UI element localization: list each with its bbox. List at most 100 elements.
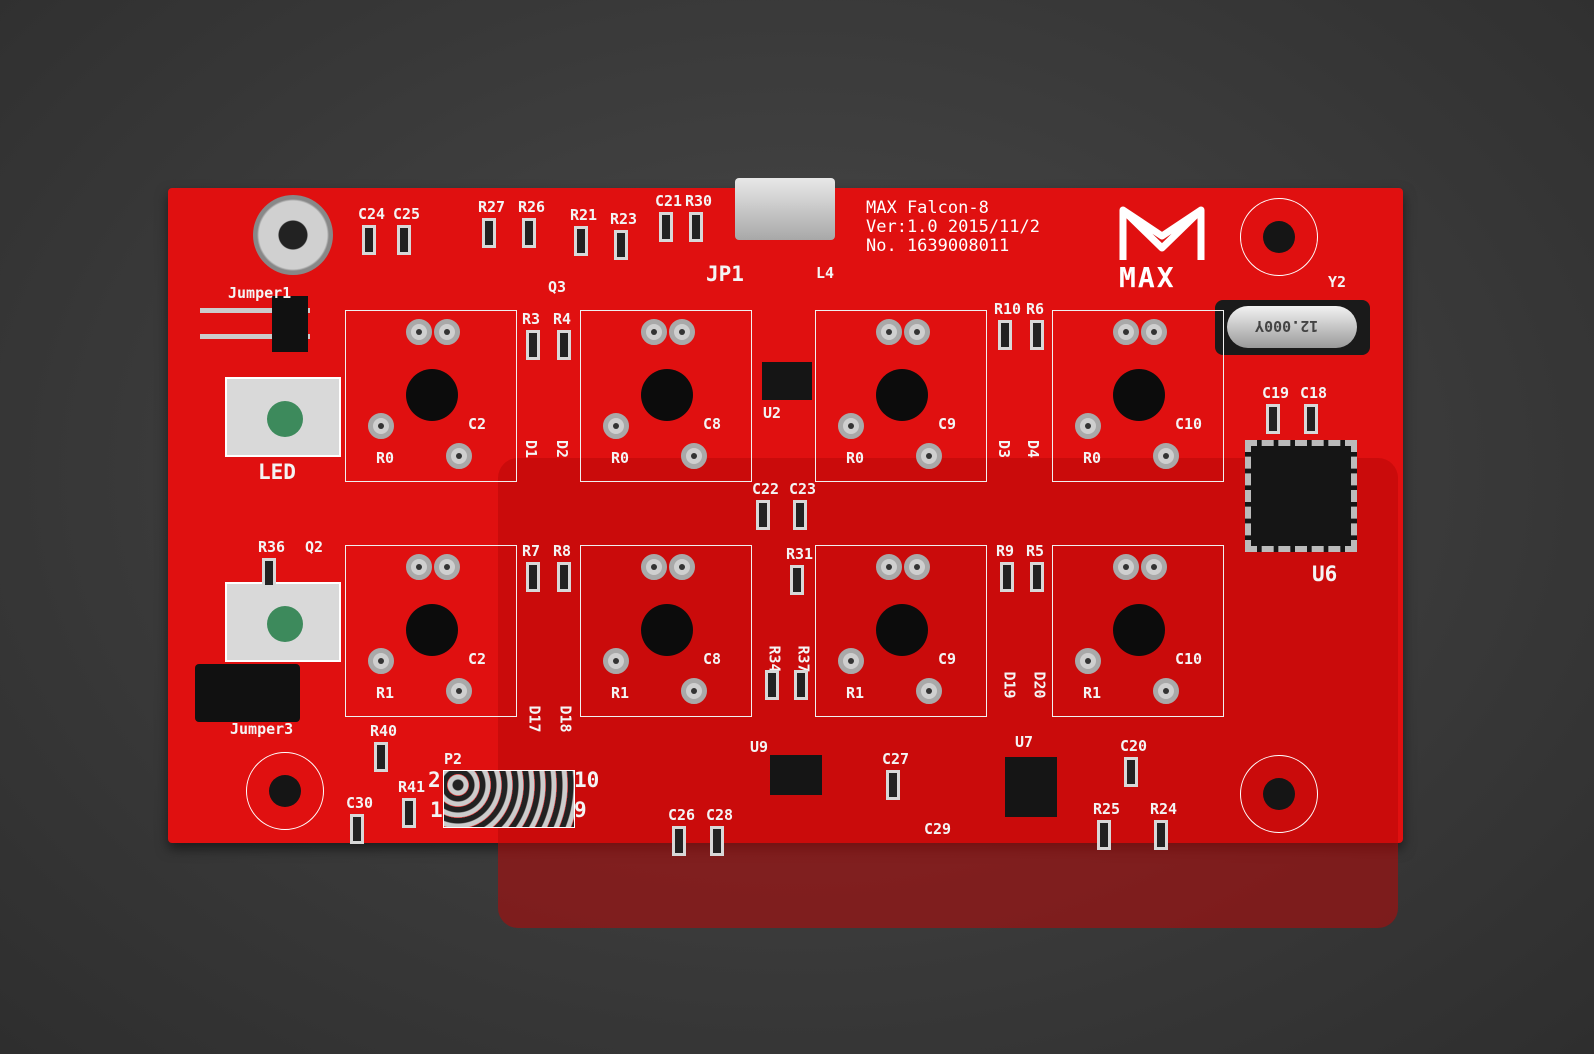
switch-label-c: C10 [1175, 415, 1203, 433]
silkscreen-label: R30 [685, 192, 713, 210]
silkscreen-label: C27 [882, 750, 910, 768]
logo-text: MAX [1119, 261, 1176, 294]
smd-component [1097, 820, 1111, 850]
button-cap[interactable] [267, 401, 303, 437]
button-cap[interactable] [267, 606, 303, 642]
key-switch-footprint: R1 C9 [815, 545, 987, 717]
tactile-button[interactable] [225, 377, 341, 457]
key-switch-footprint: R1 C10 [1052, 545, 1224, 717]
switch-label-c: C9 [938, 650, 957, 668]
smd-component [362, 225, 376, 255]
led-pad [876, 554, 902, 580]
silkscreen-label: 10 [574, 768, 600, 792]
switch-label-r: R1 [611, 684, 630, 702]
silkscreen-label: C21 [655, 192, 683, 210]
silkscreen-label: C28 [706, 806, 734, 824]
silkscreen-label: R27 [478, 198, 506, 216]
silkscreen-label: C19 [1262, 384, 1290, 402]
header-p2 [443, 770, 575, 828]
silkscreen-label: R6 [1026, 300, 1045, 318]
board-title: MAX Falcon-8 [866, 198, 989, 218]
silkscreen-label: D3 [995, 439, 1014, 459]
silkscreen-label: C22 [752, 480, 780, 498]
smd-component [557, 562, 571, 592]
led-pad [641, 319, 667, 345]
smd-component [402, 798, 416, 828]
silkscreen-label: R8 [553, 542, 572, 560]
switch-label-r: R0 [376, 449, 395, 467]
mounting-hole [1240, 755, 1318, 833]
silkscreen-label: R24 [1150, 800, 1178, 818]
silkscreen-label: 9 [574, 798, 587, 822]
led-pad [434, 319, 460, 345]
switch-label-c: C10 [1175, 650, 1203, 668]
switch-hole [641, 369, 693, 421]
smd-component [672, 826, 686, 856]
smd-component [397, 225, 411, 255]
smd-component [526, 330, 540, 360]
silkscreen-label: D17 [525, 705, 544, 733]
switch-label-c: C8 [703, 415, 722, 433]
smd-component [557, 330, 571, 360]
smd-component [790, 565, 804, 595]
silkscreen-label: D1 [522, 439, 541, 459]
smd-component [710, 826, 724, 856]
switch-hole [406, 604, 458, 656]
silkscreen-label: U7 [1015, 733, 1034, 751]
led-pad [406, 319, 432, 345]
smd-component [1266, 404, 1280, 434]
switch-hole [876, 604, 928, 656]
switch-pad [838, 413, 864, 439]
silkscreen-label: 1 [430, 798, 443, 822]
silkscreen-label: R26 [518, 198, 546, 216]
led-pad [1113, 319, 1139, 345]
silkscreen-label: Jumper1 [228, 284, 292, 302]
smd-component [574, 226, 588, 256]
switch-pad [446, 443, 472, 469]
silkscreen-label: D20 [1030, 671, 1049, 699]
smd-component [1304, 404, 1318, 434]
smd-component [756, 500, 770, 530]
silkscreen-label: R21 [570, 206, 598, 224]
silkscreen-label: R36 [258, 538, 286, 556]
max-logo: MAX [1115, 198, 1210, 298]
switch-hole [1113, 369, 1165, 421]
smd-component [1154, 820, 1168, 850]
smd-component [482, 218, 496, 248]
led-pad [904, 319, 930, 345]
smd-component [1030, 320, 1044, 350]
jumper1-pins [200, 296, 310, 352]
led-pad [406, 554, 432, 580]
silkscreen-label: C29 [924, 820, 952, 838]
switch-label-r: R1 [846, 684, 865, 702]
led-pad [876, 319, 902, 345]
switch-label-c: C2 [468, 415, 487, 433]
switch-hole [876, 369, 928, 421]
switch-label-r: R1 [1083, 684, 1102, 702]
switch-pad [681, 678, 707, 704]
led-pad [1141, 554, 1167, 580]
silkscreen-label: C24 [358, 205, 386, 223]
silkscreen-label: D4 [1024, 439, 1043, 459]
smd-component [793, 500, 807, 530]
smd-component [689, 212, 703, 242]
smd-component [614, 230, 628, 260]
smd-component [765, 670, 779, 700]
switch-pad [1153, 443, 1179, 469]
silkscreen-label: R40 [370, 722, 398, 740]
smd-component [374, 742, 388, 772]
smd-component [794, 670, 808, 700]
silkscreen-label: U6 [1312, 562, 1338, 586]
silkscreen-label: R23 [610, 210, 638, 228]
tactile-button[interactable] [225, 582, 341, 662]
silkscreen-label: Q2 [305, 538, 324, 556]
silkscreen-label: R3 [522, 310, 541, 328]
smd-component [350, 814, 364, 844]
silkscreen-label: C30 [346, 794, 374, 812]
board-serial: No. 1639008011 [866, 236, 1010, 256]
mounting-hole [246, 752, 324, 830]
silkscreen-label: U2 [763, 404, 782, 422]
smd-component [526, 562, 540, 592]
